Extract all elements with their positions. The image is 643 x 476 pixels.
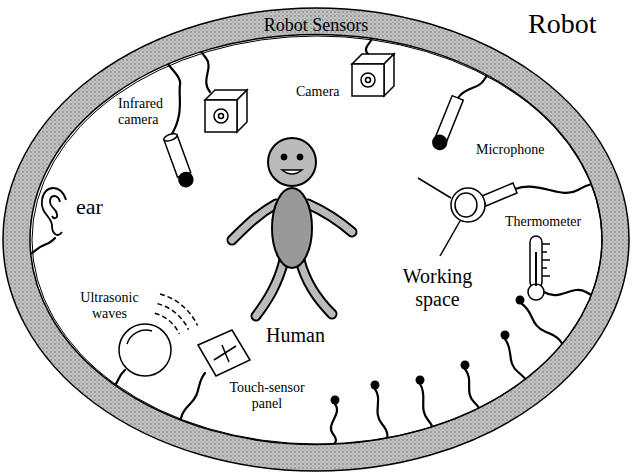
sensor-dot — [461, 361, 470, 370]
human-figure — [232, 138, 352, 316]
tick — [542, 259, 550, 261]
tick — [542, 267, 547, 269]
text-holder: Ultrasonic waves — [72, 290, 147, 322]
text-holder: Human — [266, 324, 325, 347]
lens — [361, 73, 375, 87]
svg-path — [3, 8, 629, 471]
wave — [155, 313, 180, 334]
small-sensors — [331, 296, 525, 405]
sensor-label: Thermometer — [505, 214, 581, 230]
svg-ellipse — [32, 36, 602, 444]
disc-arc — [127, 330, 152, 344]
lens — [214, 109, 228, 123]
wave — [160, 294, 198, 326]
ultrasonic-sensor — [119, 294, 198, 376]
mercury — [535, 252, 537, 286]
text-holder: Microphone — [476, 140, 544, 158]
text-holder: Camera — [296, 82, 340, 100]
sensor-label: Infrared camera — [118, 96, 178, 128]
sensor-dot — [416, 376, 425, 385]
bulb — [528, 284, 544, 300]
sensor-dot — [516, 296, 525, 305]
robot-heading: Robot — [528, 8, 596, 40]
camera-end — [163, 132, 178, 142]
tick — [542, 275, 550, 277]
region-label: Working space — [390, 265, 485, 311]
handle — [482, 183, 517, 206]
ear-symbol — [42, 188, 66, 235]
mic-body — [436, 96, 464, 141]
sensor-dot — [501, 331, 510, 340]
eye — [297, 154, 303, 160]
tick — [542, 251, 547, 253]
robot-sensor-band: Robot Robot SensorsWorking space — [2, 7, 630, 472]
microphone — [431, 95, 465, 151]
leader-line — [418, 178, 451, 198]
band-title: Robot Sensors — [264, 15, 369, 36]
sensor-dot — [331, 396, 340, 405]
leader-line — [440, 221, 460, 256]
cube-front — [205, 100, 237, 132]
lens-ring — [451, 188, 485, 222]
sensor-label: Ultrasonic waves — [72, 290, 147, 322]
sensor-label: ear — [76, 194, 103, 219]
text-holder: Robot — [528, 8, 596, 40]
mouth — [282, 170, 302, 174]
panel — [198, 330, 250, 376]
mic-head — [431, 133, 449, 151]
lens — [219, 114, 224, 119]
touch-panel — [198, 330, 250, 376]
text-holder: Thermometer — [505, 212, 581, 230]
figure-label: Human — [266, 324, 325, 347]
text-holder: Robot Sensors — [264, 15, 369, 36]
lens — [366, 78, 371, 83]
leg — [300, 260, 332, 314]
eye — [281, 154, 287, 160]
text-holder: Working space — [390, 265, 485, 311]
thermometer — [528, 236, 550, 300]
sensor-label: Microphone — [476, 142, 544, 158]
text-holder: Infrared camera — [118, 96, 178, 128]
leg-outline — [256, 260, 284, 316]
sensor-disc — [119, 324, 171, 376]
leg-outline — [300, 260, 332, 314]
arm — [232, 204, 276, 240]
tube — [530, 236, 542, 288]
cube-side — [237, 90, 247, 132]
leg — [256, 260, 284, 316]
camera-cube — [352, 54, 394, 96]
camera-cube — [205, 90, 247, 132]
sensor-label: Camera — [296, 84, 340, 100]
text-holder: Touch-sensor panel — [222, 380, 312, 412]
panel-mark — [222, 345, 229, 362]
arm-outline — [308, 204, 352, 232]
infrared-camera — [163, 132, 195, 188]
eye-sensor — [418, 178, 517, 256]
tick — [542, 243, 550, 245]
sensor-dot — [371, 381, 380, 390]
lens — [455, 193, 477, 217]
camera-lens — [177, 171, 195, 189]
arm-outline — [232, 204, 276, 240]
arm — [308, 204, 352, 232]
cube-front — [352, 64, 384, 96]
body — [272, 188, 312, 268]
text-holder: ear — [76, 194, 103, 219]
sensor-label: Touch-sensor panel — [222, 380, 312, 412]
ear-outline — [42, 188, 66, 235]
robot-sensor-band-outline — [2, 7, 630, 472]
ear-inner — [50, 196, 60, 218]
cable — [515, 184, 604, 193]
cube-side — [384, 54, 394, 96]
head — [268, 138, 316, 186]
